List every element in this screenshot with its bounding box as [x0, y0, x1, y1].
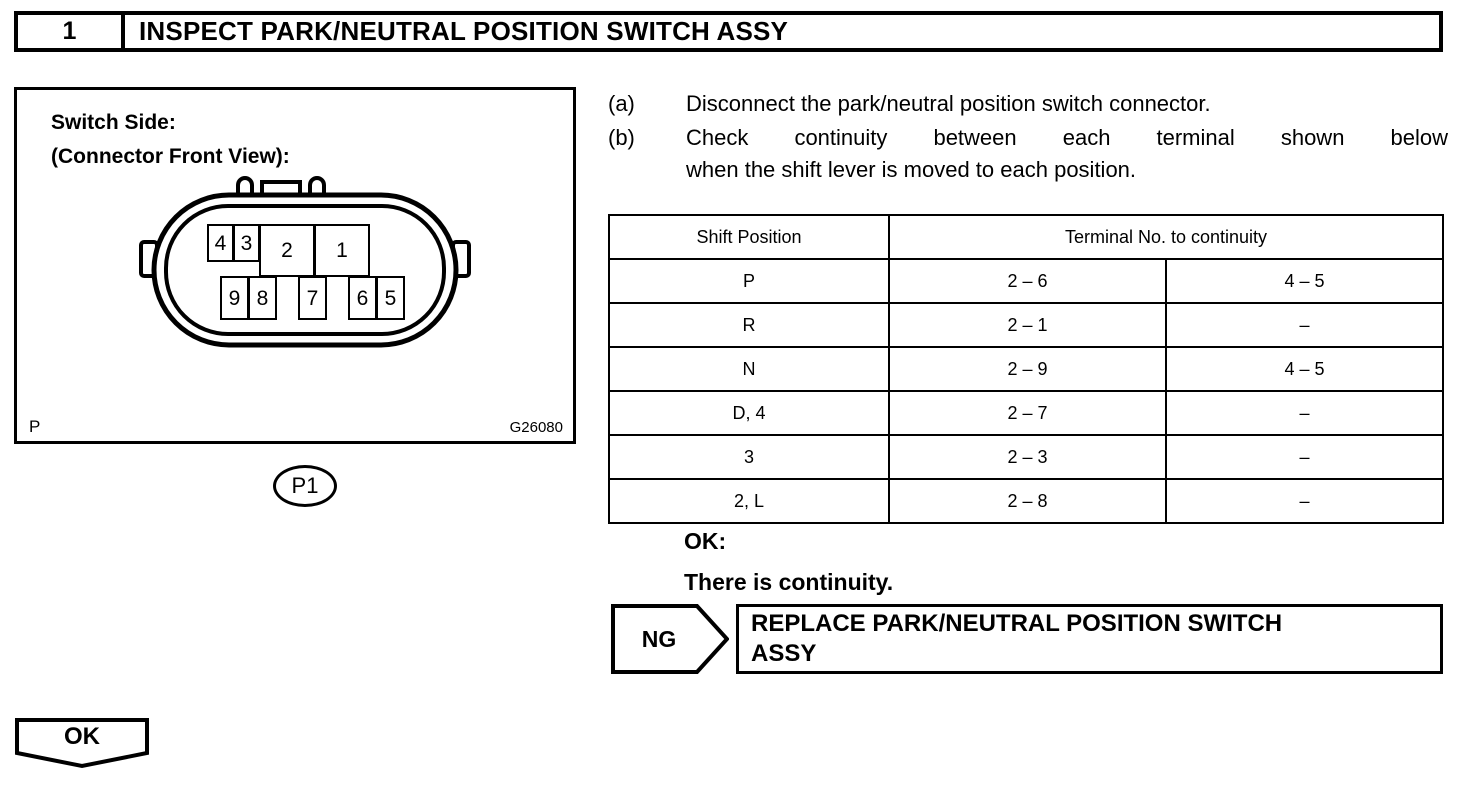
procedure-text-b: Check continuity between each terminal s… [686, 122, 1448, 186]
pin-cell-8: 8 [248, 276, 277, 320]
table-row: D, 4 2 – 7 – [608, 390, 1444, 436]
pin-cell-7: 7 [298, 276, 327, 320]
table-header-row: Shift Position Terminal No. to continuit… [608, 214, 1444, 260]
cell-terminal-2: – [1165, 390, 1444, 436]
procedure-label-b: (b) [608, 125, 635, 150]
cell-shift-position: 2, L [608, 478, 890, 524]
cell-terminal-2: – [1165, 478, 1444, 524]
page-title: INSPECT PARK/NEUTRAL POSITION SWITCH ASS… [139, 16, 789, 46]
ng-action-line1: REPLACE PARK/NEUTRAL POSITION SWITCH [751, 610, 1283, 637]
ok-branch-arrow: OK [14, 717, 150, 769]
cell-shift-position: N [608, 346, 890, 392]
pin-cell-6: 6 [348, 276, 377, 320]
cell-terminal-2: – [1165, 434, 1444, 480]
ng-label: NG [641, 625, 677, 652]
arrow-right-icon [611, 604, 729, 674]
pin-cell-1: 1 [314, 224, 370, 277]
arrow-down-icon [15, 718, 149, 769]
illustration-title: Switch Side: (Connector Front View): [51, 106, 290, 174]
cell-terminal-2: 4 – 5 [1165, 346, 1444, 392]
ok-heading: OK: [684, 528, 727, 554]
continuity-table: Shift Position Terminal No. to continuit… [608, 214, 1444, 524]
cell-shift-position: 3 [608, 434, 890, 480]
cell-terminal-1: 2 – 3 [888, 434, 1167, 480]
pin-cell-4: 4 [207, 224, 234, 262]
cell-terminal-1: 2 – 1 [888, 302, 1167, 348]
pin-cell-3: 3 [233, 224, 260, 262]
column-header-terminal-continuity: Terminal No. to continuity [888, 214, 1444, 260]
procedure-step-a: (a) Disconnect the park/neutral position… [608, 88, 1448, 120]
table-row: P 2 – 6 4 – 5 [608, 258, 1444, 304]
cell-terminal-2: – [1165, 302, 1444, 348]
figure-code: G26080 [509, 419, 563, 436]
column-header-shift-position: Shift Position [608, 214, 890, 260]
cell-terminal-2: 4 – 5 [1165, 258, 1444, 304]
procedure-label-a: (a) [608, 91, 635, 116]
illustration-corner-mark: P [29, 417, 41, 436]
ng-action-line2: ASSY [751, 640, 817, 667]
procedure-step-b: (b) Check continuity between each termin… [608, 122, 1448, 186]
ok-branch-label: OK [64, 723, 100, 750]
illustration-title-line2: (Connector Front View): [51, 145, 290, 168]
procedure-text-b-line2: when the shift lever is moved to each po… [686, 157, 1137, 182]
ng-action-box: REPLACE PARK/NEUTRAL POSITION SWITCH ASS… [736, 604, 1443, 674]
ng-branch-arrow: NG [611, 604, 729, 674]
cell-shift-position: P [608, 258, 890, 304]
cell-terminal-1: 2 – 6 [888, 258, 1167, 304]
procedure-text-b-line1: Check continuity between each terminal s… [686, 125, 1448, 150]
ng-action-text: REPLACE PARK/NEUTRAL POSITION SWITCH ASS… [751, 609, 1282, 669]
connector-id-label: P1 [273, 465, 337, 507]
cell-terminal-1: 2 – 8 [888, 478, 1167, 524]
table-row: R 2 – 1 – [608, 302, 1444, 348]
cell-terminal-1: 2 – 7 [888, 390, 1167, 436]
illustration-title-line1: Switch Side: [51, 111, 176, 134]
pin-cell-2: 2 [259, 224, 315, 277]
cell-shift-position: D, 4 [608, 390, 890, 436]
pin-cell-5: 5 [376, 276, 405, 320]
connector-diagram: 4 3 2 1 9 8 7 6 5 [135, 175, 475, 350]
cell-terminal-1: 2 – 9 [888, 346, 1167, 392]
step-header-bar: 1 INSPECT PARK/NEUTRAL POSITION SWITCH A… [14, 11, 1443, 52]
table-row: 2, L 2 – 8 – [608, 478, 1444, 524]
ok-result-block: OK: There is continuity. [684, 521, 893, 603]
pin-cell-9: 9 [220, 276, 249, 320]
procedure-text-a: Disconnect the park/neutral position swi… [686, 91, 1211, 116]
ok-criteria-text: There is continuity. [684, 569, 894, 595]
illustration-panel: Switch Side: (Connector Front View): 4 3… [14, 87, 576, 507]
step-number: 1 [18, 15, 125, 48]
table-row: 3 2 – 3 – [608, 434, 1444, 480]
table-row: N 2 – 9 4 – 5 [608, 346, 1444, 392]
procedure-list: (a) Disconnect the park/neutral position… [608, 88, 1448, 188]
cell-shift-position: R [608, 302, 890, 348]
